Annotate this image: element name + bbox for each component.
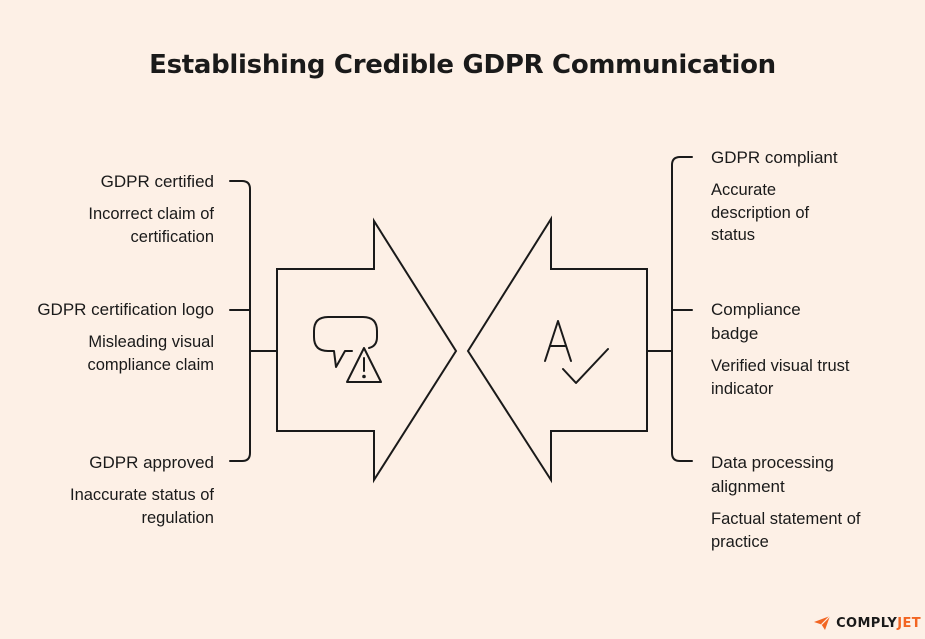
left-item-2: GDPR certification logo Misleading visua…: [14, 298, 214, 376]
right-item-desc: Accurate description of status: [711, 181, 810, 244]
left-pointing-arrow: [466, 215, 648, 484]
spellcheck-icon: [544, 320, 609, 384]
right-item-label: Compliance badge: [711, 300, 801, 343]
brand-name-part2: JET: [897, 615, 921, 631]
left-item-label: GDPR certification logo: [37, 300, 214, 319]
left-item-label: GDPR approved: [89, 453, 214, 472]
paper-plane-icon: [814, 615, 831, 630]
chat-warning-icon: [313, 316, 382, 383]
right-item-desc: Factual statement of practice: [711, 510, 861, 551]
right-item-2: Compliance badge Verified visual trust i…: [711, 298, 851, 400]
right-item-1: GDPR compliant Accurate description of s…: [711, 146, 851, 247]
right-item-label: GDPR compliant: [711, 148, 838, 167]
left-item-3: GDPR approved Inaccurate status of regul…: [14, 451, 214, 529]
left-item-desc: Inaccurate status of regulation: [70, 486, 214, 527]
left-bracket: [229, 180, 251, 462]
left-item-label: GDPR certified: [100, 172, 214, 191]
brand-name-part1: COMPLY: [836, 615, 898, 631]
right-pointing-arrow: [276, 217, 458, 484]
right-item-desc: Verified visual trust indicator: [711, 357, 850, 398]
right-item-label: Data processing alignment: [711, 453, 834, 496]
left-item-desc: Incorrect claim of certification: [88, 205, 214, 246]
right-item-3: Data processing alignment Factual statem…: [711, 451, 881, 553]
left-item-desc: Misleading visual compliance claim: [87, 333, 214, 374]
page-title: Establishing Credible GDPR Communication: [149, 50, 776, 80]
left-item-1: GDPR certified Incorrect claim of certif…: [14, 170, 214, 248]
